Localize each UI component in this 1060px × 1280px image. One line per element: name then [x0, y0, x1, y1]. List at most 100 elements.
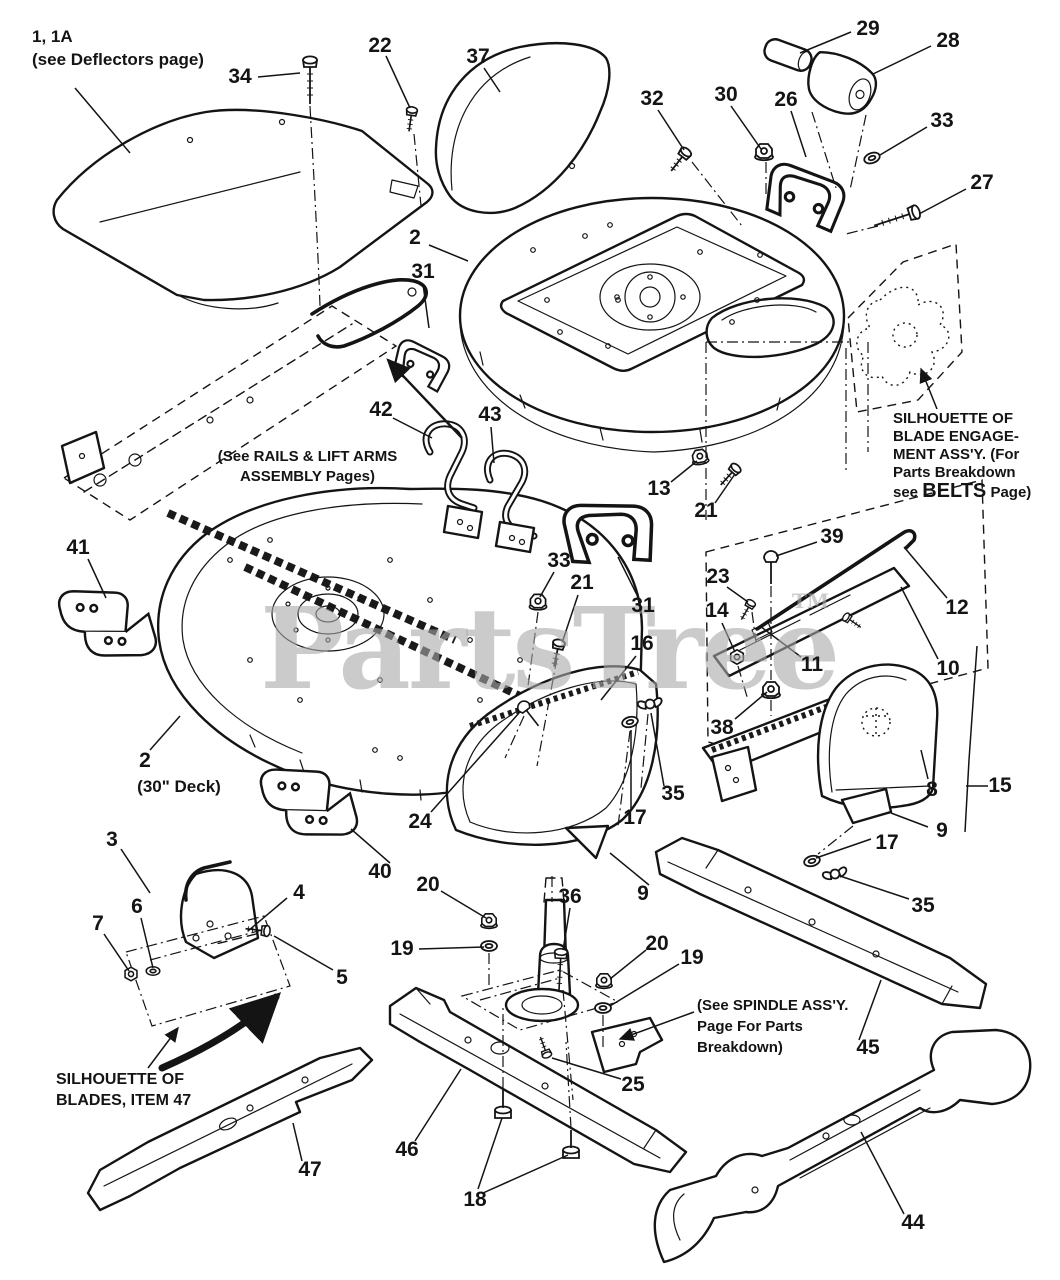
- callout-33-17: 33: [547, 549, 571, 572]
- callout-35-35: 35: [661, 782, 685, 805]
- part-hanger-42-43: [422, 420, 538, 554]
- part-blade-up-silhouette: [124, 860, 291, 1072]
- note-spindle: (See SPINDLE ASS'Y. Page For Parts Break…: [697, 995, 848, 1058]
- callout-9-37: 9: [637, 882, 649, 905]
- part-bracket-41: [56, 581, 159, 665]
- note-engagement-line5-pre: see: [893, 484, 923, 501]
- callout-5-42: 5: [336, 966, 348, 989]
- callout-30-4: 30: [714, 83, 738, 106]
- part-spindle-assembly: [460, 877, 664, 1159]
- note-blades-line2: BLADES, ITEM 47: [56, 1092, 192, 1109]
- note-engagement-line5-big: BELTS: [922, 480, 987, 502]
- note-engagement-line3: MENT ASS'Y. (For: [893, 446, 1020, 463]
- callout-4-41: 4: [293, 881, 305, 904]
- callout-17-36: 17: [623, 806, 647, 829]
- part-belt-cover-group: [701, 645, 988, 883]
- callout-36-45: 36: [558, 885, 582, 908]
- note-blades: SILHOUETTE OF BLADES, ITEM 47: [56, 1069, 191, 1111]
- axis-lines: [309, 105, 879, 1129]
- note-blades-line1: SILHOUETTE OF: [56, 1071, 184, 1088]
- callout-3-38: 3: [106, 828, 118, 851]
- note-engagement-line2: BLADE ENGAGE-: [893, 428, 1019, 445]
- watermark: PartsTree: [260, 584, 837, 715]
- callout-22-1: 22: [368, 34, 392, 57]
- part-front-baffle-37: [434, 42, 611, 215]
- note-deck-number: 2: [139, 749, 151, 772]
- note-spindle-line2: Page For Parts: [697, 1018, 803, 1035]
- callout-42-12: 42: [369, 398, 393, 421]
- callout-21-15: 21: [694, 499, 718, 522]
- callout-45-52: 45: [856, 1036, 880, 1059]
- note-deflector: 1, 1A (see Deflectors page): [32, 25, 204, 71]
- callout-31-11: 31: [411, 260, 435, 283]
- part-upper-deck: [458, 196, 846, 453]
- leader-lines: [74, 31, 967, 1215]
- callout-29-6: 29: [856, 17, 880, 40]
- callout-31-19: 31: [631, 594, 655, 617]
- callout-24-33: 24: [408, 810, 432, 833]
- callout-21-18: 21: [570, 571, 594, 594]
- part-blade-44: [653, 1028, 1032, 1264]
- note-spindle-line1: (See SPINDLE ASS'Y.: [697, 997, 849, 1014]
- note-deck-label: (30" Deck): [137, 777, 221, 796]
- part-roller-group: [302, 38, 923, 234]
- callout-16-20: 16: [630, 632, 654, 655]
- callout-11-25: 11: [800, 653, 824, 676]
- note-deflector-line1: 1, 1A: [32, 27, 73, 46]
- note-engagement-line1: SILHOUETTE OF: [893, 410, 1013, 427]
- note-deflector-line2: (see Deflectors page): [32, 50, 204, 69]
- watermark-tm: TM: [792, 589, 829, 613]
- note-engagement-line4: Parts Breakdown: [893, 464, 1016, 481]
- callout-14-23: 14: [705, 599, 729, 622]
- part-chute-16: [445, 593, 664, 860]
- callout-33-8: 33: [930, 109, 954, 132]
- note-engagement-line5: see BELTS Page): [893, 480, 1032, 502]
- callout-38-27: 38: [710, 716, 734, 739]
- part-blade-46: [388, 986, 688, 1174]
- note-rails-line2: ASSEMBLY Pages): [239, 468, 376, 485]
- callout-13-14: 13: [647, 477, 671, 500]
- callout-41-16: 41: [66, 536, 90, 559]
- callout-25-48: 25: [621, 1073, 645, 1096]
- callout-9-30: 9: [936, 819, 948, 842]
- callout-20-46: 20: [645, 932, 669, 955]
- note-engagement-line5-post: Page): [986, 484, 1032, 501]
- callout-34-0: 34: [228, 65, 252, 88]
- callout-8-28: 8: [926, 778, 938, 801]
- part-rails-silhouette: [60, 278, 428, 521]
- callout-44-53: 44: [901, 1211, 925, 1234]
- callout-17-31: 17: [875, 831, 899, 854]
- callout-19-44: 19: [390, 937, 414, 960]
- part-bracket-31-upper: [388, 336, 455, 394]
- callout-39-21: 39: [820, 525, 844, 548]
- part-blade-45: [654, 836, 988, 1010]
- callout-46-49: 46: [395, 1138, 419, 1161]
- callout-18-50: 18: [463, 1188, 487, 1211]
- note-spindle-line3: Breakdown): [697, 1039, 783, 1056]
- callout-27-9: 27: [970, 171, 994, 194]
- callout-26-5: 26: [774, 88, 798, 111]
- callout-23-22: 23: [706, 565, 730, 588]
- callout-7-39: 7: [92, 912, 104, 935]
- callout-15-29: 15: [988, 774, 1012, 797]
- callout-28-7: 28: [936, 29, 960, 52]
- callout-43-13: 43: [478, 403, 502, 426]
- part-blade-47: [86, 1046, 374, 1212]
- callout-32-3: 32: [640, 87, 664, 110]
- callout-10-26: 10: [936, 657, 960, 680]
- part-bracket-26: [760, 160, 850, 235]
- part-deflector-plate: [52, 108, 434, 310]
- callout-6-40: 6: [131, 895, 143, 918]
- callout-47-51: 47: [298, 1158, 322, 1181]
- callout-2-10: 2: [409, 226, 421, 249]
- callout-20-43: 20: [416, 873, 440, 896]
- part-engagement-silhouette: [847, 243, 963, 413]
- note-engagement: SILHOUETTE OF BLADE ENGAGE- MENT ASS'Y. …: [893, 410, 1031, 502]
- callout-35-32: 35: [911, 894, 935, 917]
- callout-19-47: 19: [680, 946, 704, 969]
- note-rails-line1: (See RAILS & LIFT ARMS: [217, 448, 398, 465]
- note-rails: (See RAILS & LIFT ARMS ASSEMBLY Pages): [210, 447, 405, 487]
- callout-40-34: 40: [368, 860, 392, 883]
